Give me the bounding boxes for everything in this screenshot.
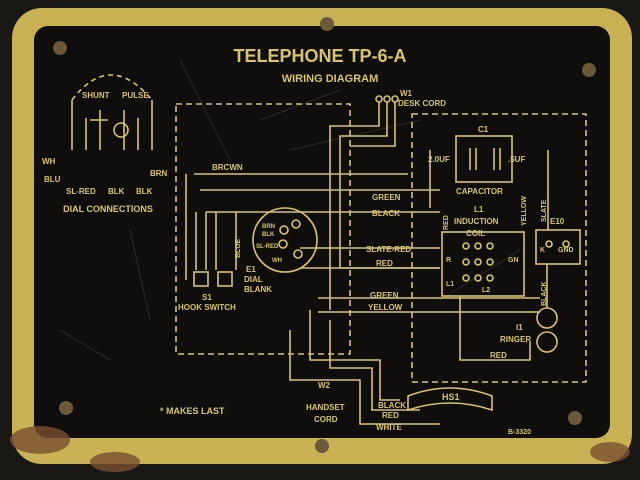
capacitor-label: CAPACITOR (456, 187, 503, 196)
ringer-id: I1 (516, 323, 523, 332)
capacitor-value-right: .5UF (508, 155, 525, 164)
coil-label-1: INDUCTION (454, 217, 499, 226)
hook-switch-label: HOOK SWITCH (178, 303, 236, 312)
dial-brn-label: BRN (150, 169, 168, 178)
rust-patches (10, 426, 630, 472)
wire-label-black-ringer: BLACK (541, 282, 548, 307)
terminal-gnd-label: GND (558, 247, 574, 254)
handset-cord-id: W2 (318, 381, 331, 390)
part-number: B-3320 (508, 429, 531, 436)
ringer-label: RINGER (500, 335, 531, 344)
dial-sl-red-label: SL-RED (66, 187, 96, 196)
coil-id: L1 (474, 205, 484, 214)
handset-cord-label-1: HANDSET (306, 403, 345, 412)
dial-blank-label-2: BLANK (244, 285, 272, 294)
coil-terminal-l2: L2 (482, 287, 490, 294)
dial-blank-id: E1 (246, 265, 256, 274)
dial-pulse-label: PULSE (122, 91, 149, 100)
wire-label-red-ringer: RED (490, 351, 507, 360)
wire-label-blue: BLUE (235, 239, 242, 258)
plate-subtitle: WIRING DIAGRAM (282, 73, 379, 85)
dial-blank-label-1: DIAL (244, 275, 263, 284)
plate-face (34, 26, 610, 438)
dial-shunt-label: SHUNT (82, 91, 110, 100)
handset-cord-label-2: CORD (314, 415, 338, 424)
coil-terminal-r: R (446, 257, 451, 264)
dial-wh-label: WH (42, 157, 56, 166)
wire-label-slate: SLATE (541, 199, 548, 222)
wire-label-brown: BRCWN (212, 163, 243, 172)
screws (53, 17, 596, 453)
handset-id: HS1 (442, 392, 460, 402)
terminal-k-label: K (540, 247, 545, 254)
dial-terminal-blk: BLK (262, 232, 275, 238)
capacitor-value-left: 2.0UF (428, 155, 450, 164)
plate-title: TELEPHONE TP-6-A (233, 46, 406, 66)
dial-blk1-label: BLK (108, 187, 125, 196)
capacitor-id: C1 (478, 125, 489, 134)
desk-cord-id: W1 (400, 89, 413, 98)
wire-label-slate-red: SLATE-RED (366, 245, 411, 254)
hook-switch-id: S1 (202, 293, 212, 302)
wire-label-red-cord: RED (382, 411, 399, 420)
wire-label-red-mid: RED (376, 259, 393, 268)
dial-terminal-wh: WH (272, 258, 282, 264)
coil-terminal-gn: GN (508, 257, 519, 264)
dial-terminal-brn: BRN (262, 224, 275, 230)
wire-label-yellow-cap: YELLOW (521, 196, 528, 226)
dial-blu-label: BLU (44, 175, 61, 184)
dial-connections-caption: DIAL CONNECTIONS (63, 204, 153, 214)
dial-blk2-label: BLK (136, 187, 153, 196)
wire-label-green-top: GREEN (372, 193, 401, 202)
dial-terminal-sl-red: SL-RED (256, 244, 279, 250)
coil-label-2: COIL (466, 229, 485, 238)
wire-label-black-cord: BLACK (378, 401, 406, 410)
wire-label-black-top: BLACK (372, 209, 400, 218)
wire-label-white-cord: WHITE (376, 423, 402, 432)
footnote: * MAKES LAST (160, 406, 225, 416)
wire-label-yellow-low: YELLOW (368, 303, 403, 312)
wire-label-green-low: GREEN (370, 291, 399, 300)
coil-terminal-l1: L1 (446, 281, 454, 288)
diagram-lines (71, 74, 587, 425)
terminal-block-id: E10 (550, 217, 565, 226)
desk-cord-label: DESK CORD (398, 99, 446, 108)
wire-label-red-coil: RED (443, 215, 450, 230)
